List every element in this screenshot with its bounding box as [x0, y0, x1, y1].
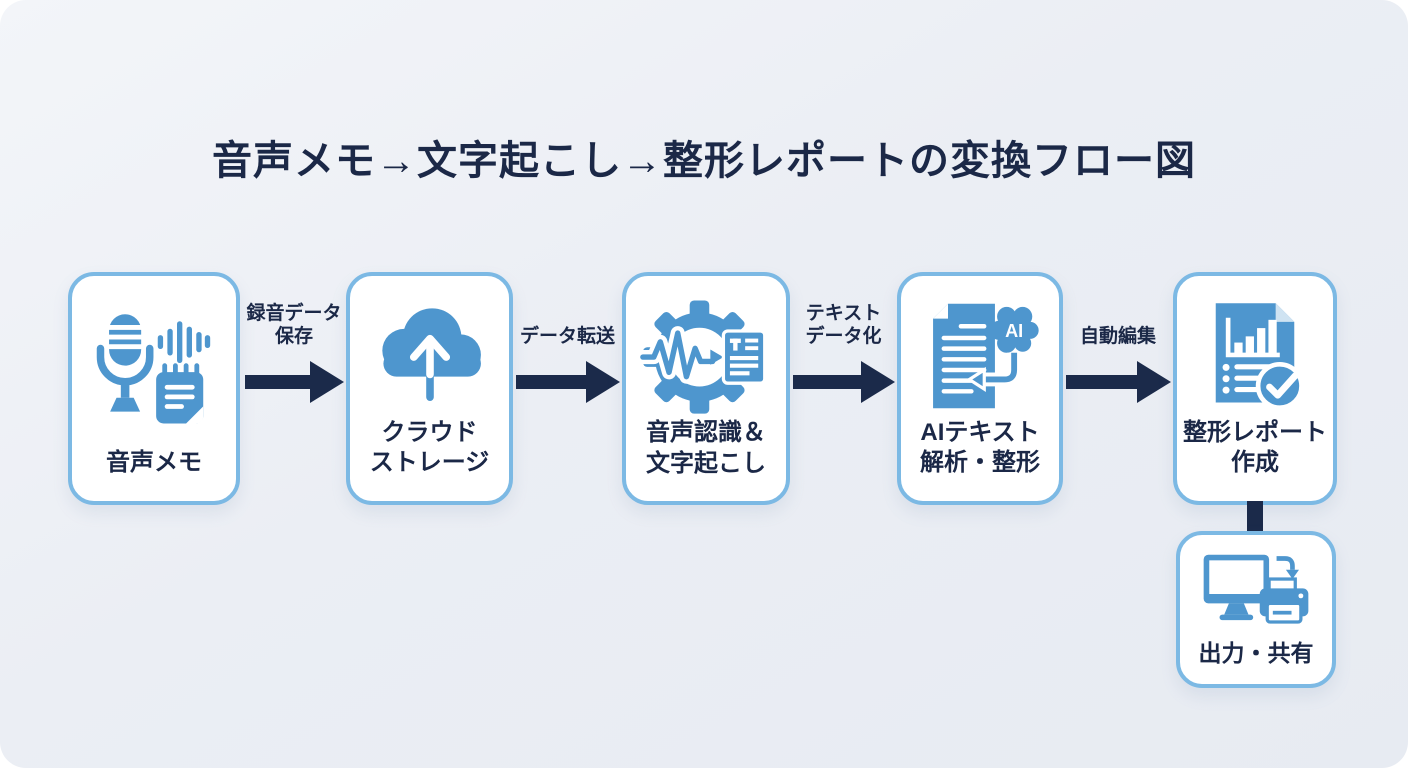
node-label-ai-text-analysis: AIテキスト 解析・整形 — [920, 418, 1040, 477]
flow-arrow-data-transfer: データ転送 — [515, 303, 620, 407]
flow-arrow-auto-edit: 自動編集 — [1065, 303, 1171, 407]
flow-node-speech-recognition: 音声認識＆ 文字起こし — [622, 272, 790, 505]
node-label-report-creation: 整形レポート 作成 — [1183, 418, 1327, 477]
arrow-label-auto-edit: 自動編集 — [1079, 326, 1156, 348]
ai-document-icon: AI — [916, 294, 1044, 418]
flow-node-cloud-storage: クラウド ストレージ — [346, 272, 513, 505]
flow-node-ai-text-analysis: AI AIテキスト 解析・整形 — [897, 272, 1063, 505]
monitor-printer-icon — [1197, 549, 1315, 639]
svg-text:AI: AI — [1005, 321, 1023, 341]
flow-node-report-creation: 整形レポート 作成 — [1173, 272, 1337, 505]
right-arrow-icon — [515, 361, 620, 403]
report-check-icon — [1193, 294, 1317, 418]
flow-arrow-save-recording: 録音データ 保存 — [244, 303, 344, 407]
arrow-label-save-recording: 録音データ 保存 — [246, 303, 342, 348]
microphone-waveform-notepad-icon — [89, 294, 219, 448]
right-arrow-icon — [1065, 361, 1171, 403]
right-arrow-icon — [792, 361, 895, 403]
flow-node-output-share: 出力・共有 — [1176, 531, 1336, 688]
node-label-cloud-storage: クラウド ストレージ — [369, 418, 490, 477]
node-label-speech-recognition: 音声認識＆ 文字起こし — [646, 419, 766, 477]
node-label-voice-memo: 音声メモ — [106, 449, 202, 477]
gear-transcription-icon — [640, 294, 772, 418]
right-arrow-icon — [244, 361, 344, 403]
flow-arrow-textify: テキスト データ化 — [792, 303, 895, 407]
cloud-upload-icon — [365, 294, 495, 418]
flow-node-voice-memo: 音声メモ — [68, 272, 240, 505]
node-label-output-share: 出力・共有 — [1198, 639, 1314, 666]
arrow-label-textify: テキスト データ化 — [805, 303, 882, 348]
vertical-connector — [1247, 501, 1263, 534]
arrow-label-data-transfer: データ転送 — [519, 326, 615, 348]
diagram-title: 音声メモ→文字起こし→整形レポートの変換フロー図 — [212, 139, 1196, 183]
